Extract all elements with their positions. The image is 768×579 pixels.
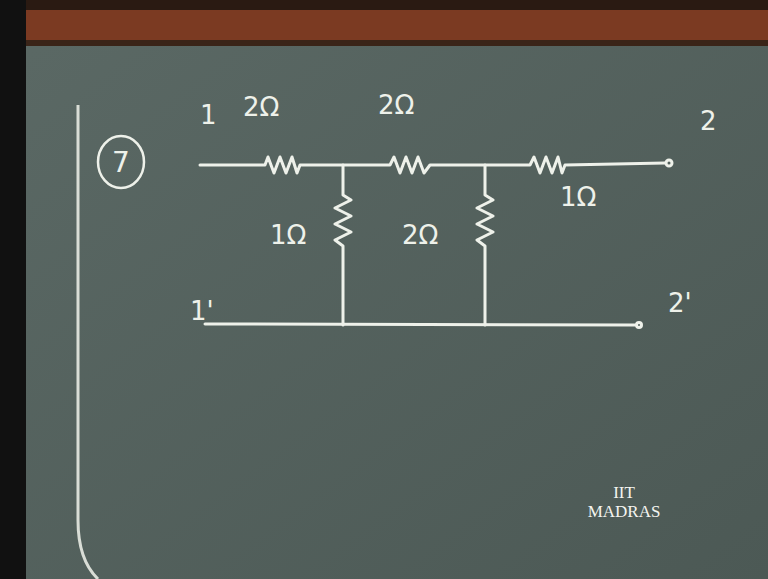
terminal-label: 2 bbox=[700, 108, 717, 134]
resistor-value: 1Ω bbox=[560, 184, 596, 210]
watermark: IIT MADRAS bbox=[584, 484, 664, 521]
callout-circle: 7 bbox=[96, 134, 146, 190]
callout-number: 7 bbox=[112, 146, 130, 179]
resistor-value: 2Ω bbox=[402, 222, 438, 248]
terminal-label: 1 bbox=[200, 102, 217, 128]
terminal-label: 2' bbox=[668, 290, 692, 316]
terminal-label: 1' bbox=[190, 298, 214, 324]
resistor-value: 1Ω bbox=[270, 222, 306, 248]
resistor-value: 2Ω bbox=[243, 94, 279, 120]
resistor-value: 2Ω bbox=[378, 92, 414, 118]
